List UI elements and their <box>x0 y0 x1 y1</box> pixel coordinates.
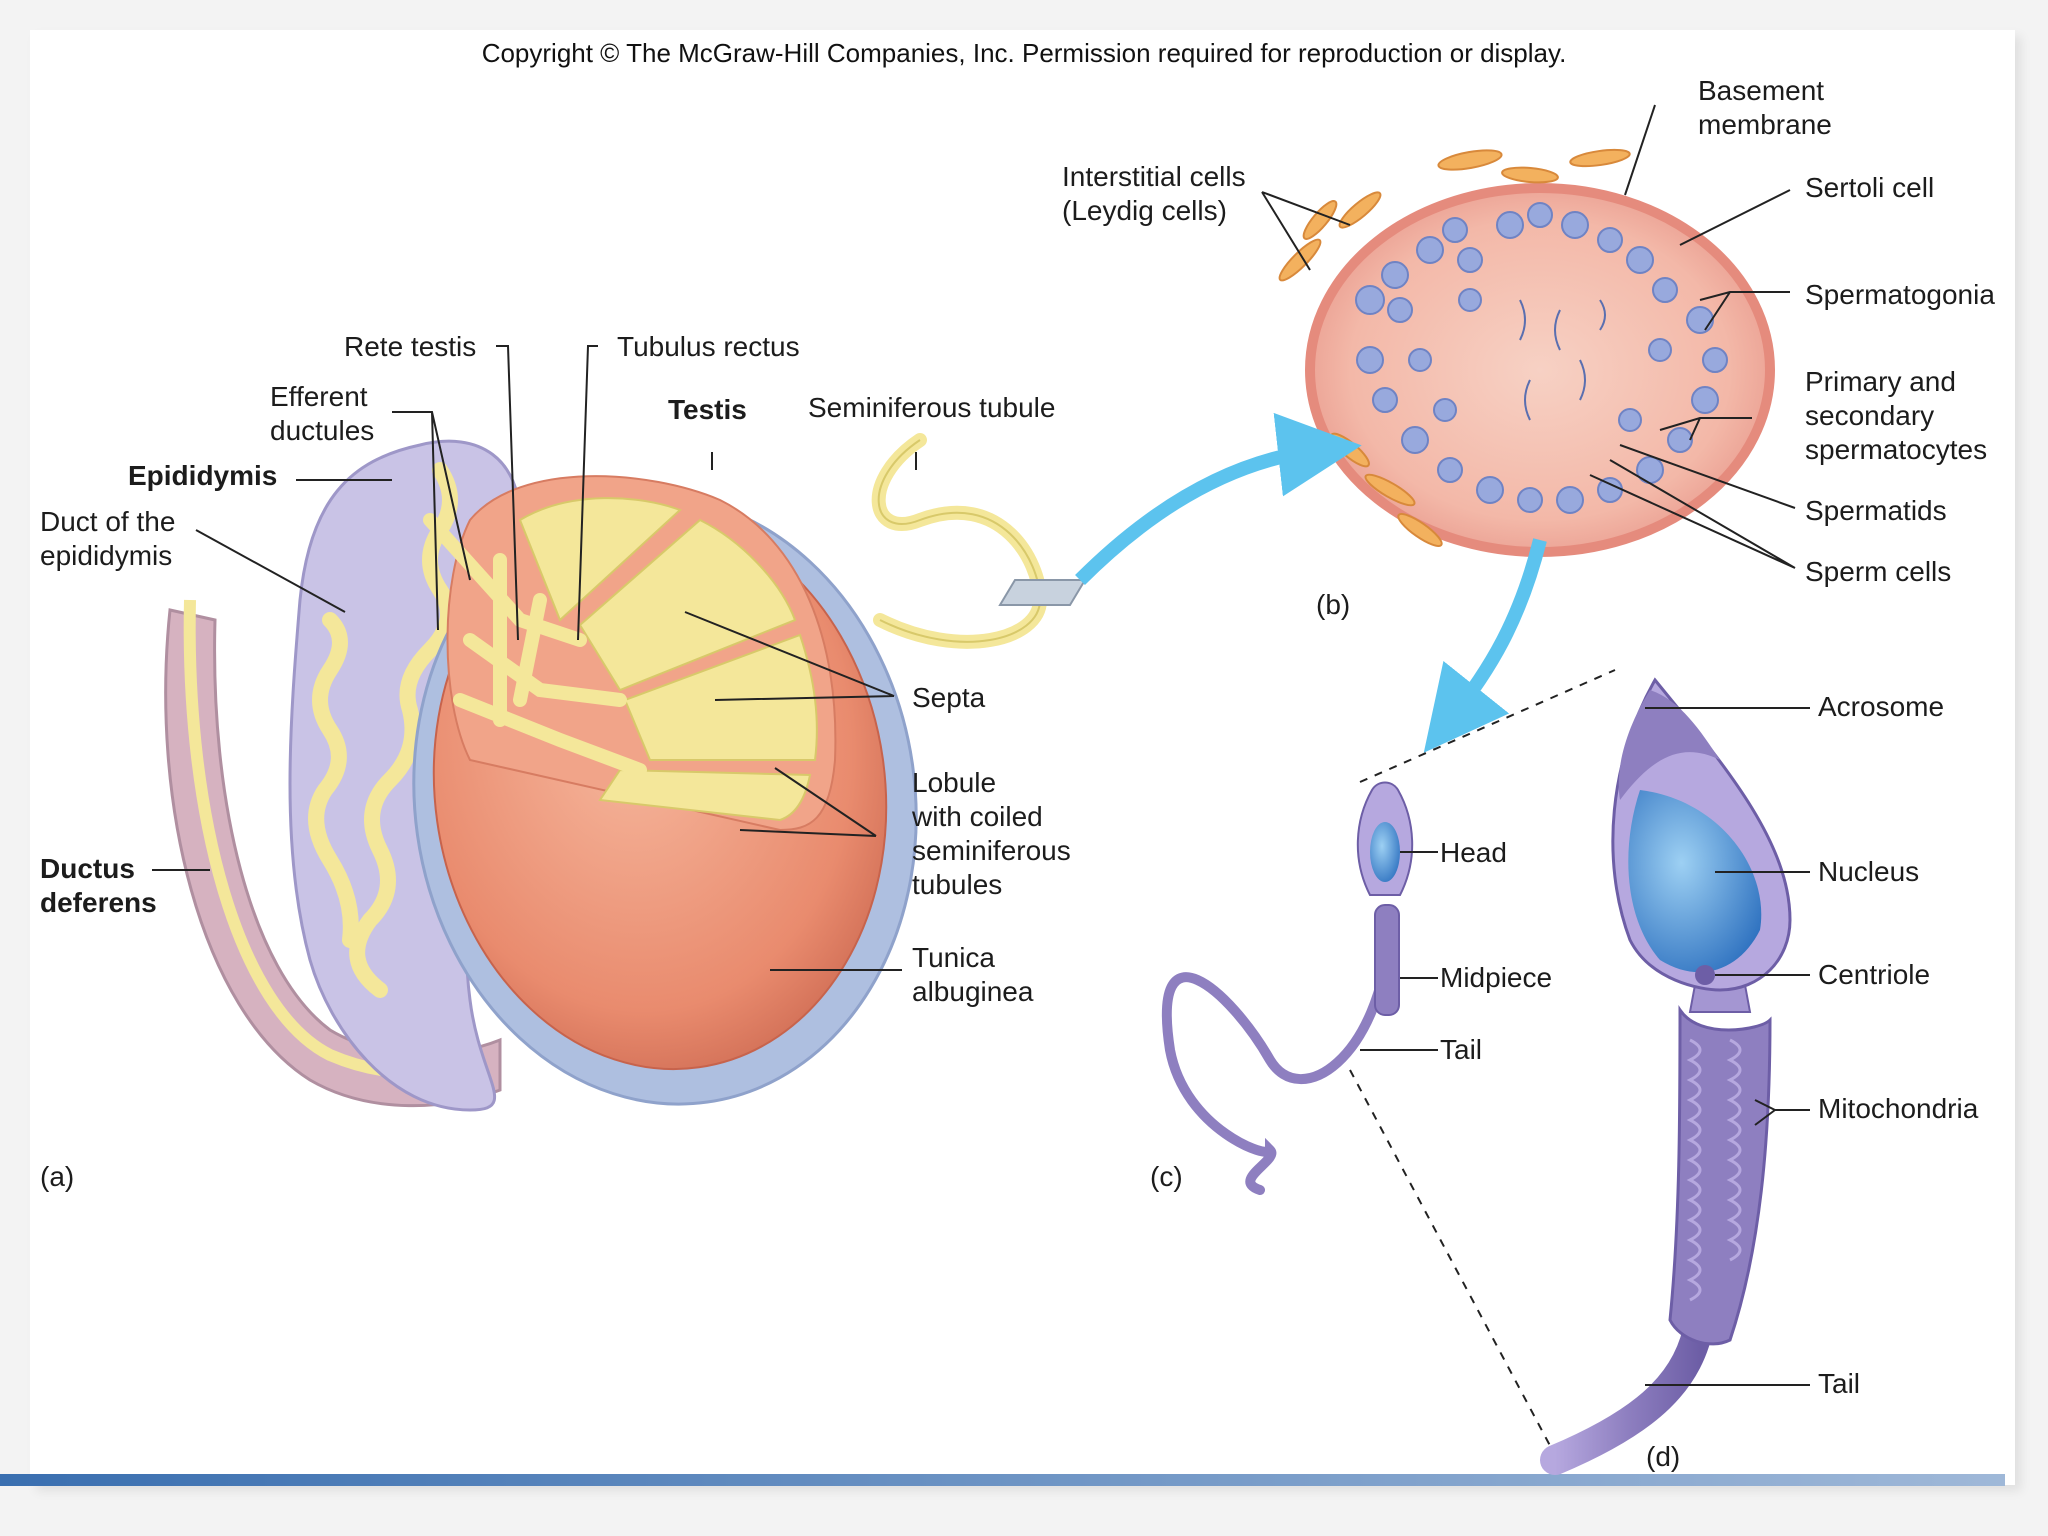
panel-c-leaders <box>1360 851 1438 1051</box>
label-sertoli-cell: Sertoli cell <box>1805 172 1935 203</box>
label-spermatogonia: Spermatogonia <box>1805 279 1995 310</box>
sperm-arrow <box>1423 538 1547 753</box>
label-seminiferous-tubule: Seminiferous tubule <box>808 392 1056 423</box>
panel-b-leaders <box>1261 104 1796 569</box>
sperm-d-nucleus <box>1628 790 1762 973</box>
sperm-d-centriole <box>1695 965 1715 985</box>
copyright-notice: Copyright © The McGraw-Hill Companies, I… <box>481 38 1567 68</box>
label-septa: Septa <box>912 682 986 713</box>
sperm-d-midpiece <box>1668 1005 1772 1346</box>
slide-bottom-bar <box>0 1474 2005 1486</box>
sperm-c-midpiece <box>1374 904 1400 1016</box>
epididymis-coils <box>308 462 458 998</box>
label-tail-d: Tail <box>1818 1368 1861 1399</box>
label-tail-c: Tail <box>1440 1034 1483 1065</box>
label-head: Head <box>1440 837 1507 868</box>
label-efferent-ductules: Efferent ductules <box>270 381 375 446</box>
panel-label-a: (a) <box>40 1161 75 1192</box>
panel-label-c: (c) <box>1150 1161 1183 1192</box>
panel-d-sperm-detail <box>1540 677 1810 1475</box>
sperm-c-nucleus <box>1370 822 1400 882</box>
label-centriole: Centriole <box>1818 959 1931 990</box>
sperm-d-mitochondria <box>1686 1038 1742 1302</box>
label-spermatocytes: Primary and secondary spermatocytes <box>1805 366 1988 465</box>
label-rete-testis: Rete testis <box>344 331 477 362</box>
label-duct-of-epididymis: Duct of the epididymis <box>40 506 176 571</box>
panel-c-sperm <box>1161 669 1616 1456</box>
label-testis: Testis <box>668 394 747 425</box>
panel-label-b: (b) <box>1316 589 1351 620</box>
label-tubulus-rectus: Tubulus rectus <box>617 331 800 362</box>
section-plane <box>998 579 1087 606</box>
label-sperm-cells: Sperm cells <box>1805 556 1952 587</box>
label-ductus-deferens: Ductus deferens <box>40 853 157 918</box>
rete-testis-network <box>423 513 647 777</box>
label-lobule: Lobule with coiled seminiferous tubules <box>912 767 1071 900</box>
ductus-deferens-shape <box>164 608 502 1108</box>
panel-a-testis <box>152 345 1087 1112</box>
lumen-sperm-tails <box>1519 299 1606 421</box>
label-midpiece: Midpiece <box>1440 962 1553 993</box>
label-acrosome: Acrosome <box>1818 691 1945 722</box>
label-interstitial-cells: Interstitial cells (Leydig cells) <box>1062 161 1246 226</box>
label-tunica-albuginea: Tunica albuginea <box>912 942 1034 1007</box>
sperm-c-tail <box>1161 925 1395 1195</box>
label-mitochondria: Mitochondria <box>1818 1093 1979 1124</box>
label-nucleus: Nucleus <box>1818 856 1920 887</box>
lobules <box>518 497 818 822</box>
label-basement-membrane: Basement membrane <box>1698 75 1832 140</box>
sperm-d-tail <box>1540 1305 1715 1475</box>
panel-b-tubule-section <box>1261 104 1796 569</box>
panel-a-leaders <box>152 345 917 971</box>
panel-d-leaders <box>1645 707 1810 1386</box>
section-arrow <box>1075 412 1362 585</box>
panel-label-d: (d) <box>1646 1441 1681 1472</box>
sperm-d-acrosome <box>1618 690 1720 800</box>
label-epididymis: Epididymis <box>128 460 278 491</box>
label-spermatids: Spermatids <box>1805 495 1947 526</box>
spermatogenic-cells <box>1355 202 1728 514</box>
